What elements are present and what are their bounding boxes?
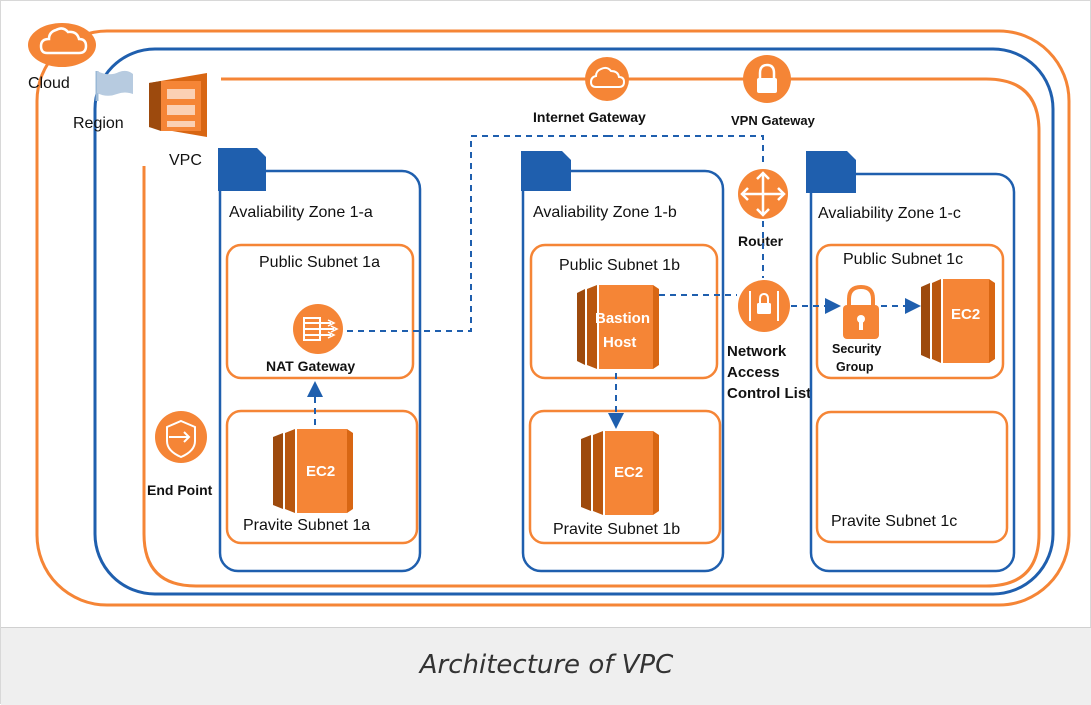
availability-zone-b xyxy=(521,169,725,573)
public-subnet-1c xyxy=(815,243,1005,380)
ec2-icon-1c: EC2 xyxy=(921,279,995,363)
nacl-line1: Network xyxy=(727,343,787,360)
cloud-boundary xyxy=(35,29,1071,607)
vpc-label: VPC xyxy=(169,152,202,169)
security-group-line1: Security xyxy=(832,342,881,356)
internet-gateway-to-router-line xyxy=(607,135,764,167)
flag-icon xyxy=(95,70,133,101)
internet-gateway-label: Internet Gateway xyxy=(533,109,646,125)
public-subnet-1a-label: Public Subnet 1a xyxy=(259,254,380,271)
vpc-boundary xyxy=(142,77,1041,588)
end-point-label: End Point xyxy=(147,482,213,498)
availability-zone-a xyxy=(218,169,422,573)
zone-c-icon xyxy=(806,151,856,193)
connectors xyxy=(307,135,921,429)
nacl-line3: Control List xyxy=(727,385,811,402)
caption-bar: Architecture of VPC xyxy=(1,627,1091,705)
cloud-label: Cloud xyxy=(28,75,70,92)
nat-gateway-label: NAT Gateway xyxy=(266,358,355,374)
zone-b-icon xyxy=(521,151,571,191)
bastion-host-icon: Bastion Host xyxy=(577,285,659,369)
router-label: Router xyxy=(738,233,784,249)
private-subnet-1b-label: Pravite Subnet 1b xyxy=(553,521,680,538)
region-boundary xyxy=(93,47,1055,596)
security-group-line2: Group xyxy=(836,360,874,374)
vpc-icon xyxy=(149,73,207,137)
vpn-gateway-icon xyxy=(743,55,791,103)
nat-to-internet-gateway-line xyxy=(347,135,607,332)
nat-gateway-icon xyxy=(293,304,343,354)
network-acl-icon xyxy=(738,280,790,332)
ec2-1b-label: EC2 xyxy=(614,464,643,481)
ec2-1c-label: EC2 xyxy=(951,306,980,323)
vpc-architecture-diagram: Cloud Region VPC Internet Gateway VPN Ga… xyxy=(28,23,1071,607)
zone-c-title: Avaliability Zone 1-c xyxy=(818,205,961,222)
public-subnet-1b xyxy=(529,243,719,380)
private-subnet-1a xyxy=(225,409,419,545)
public-subnet-1c-label: Public Subnet 1c xyxy=(843,251,963,268)
public-subnet-1a xyxy=(225,243,415,380)
private-subnet-1c-label: Pravite Subnet 1c xyxy=(831,513,957,530)
zone-a-icon xyxy=(218,148,266,191)
router-icon xyxy=(738,169,788,219)
end-point-icon xyxy=(155,411,207,463)
internet-gateway-icon xyxy=(585,57,629,101)
private-subnet-1b xyxy=(528,409,722,545)
private-subnet-1c xyxy=(815,410,1009,544)
bastion-line1: Bastion xyxy=(595,310,650,327)
region-label: Region xyxy=(73,115,124,132)
nacl-line2: Access xyxy=(727,364,780,381)
figure-caption: Architecture of VPC xyxy=(419,650,674,680)
ec2-1a-label: EC2 xyxy=(306,463,335,480)
availability-zone-c xyxy=(809,172,1016,573)
bastion-line2: Host xyxy=(603,334,636,351)
zone-b-title: Avaliability Zone 1-b xyxy=(533,204,677,221)
ec2-icon-1b: EC2 xyxy=(581,431,659,515)
private-subnet-1a-label: Pravite Subnet 1a xyxy=(243,517,370,534)
vpn-gateway-label: VPN Gateway xyxy=(731,113,816,128)
security-group-icon xyxy=(843,284,879,339)
public-subnet-1b-label: Public Subnet 1b xyxy=(559,257,680,274)
zone-a-title: Avaliability Zone 1-a xyxy=(229,204,373,221)
cloud-icon xyxy=(28,23,96,67)
ec2-icon-1a: EC2 xyxy=(273,429,353,513)
